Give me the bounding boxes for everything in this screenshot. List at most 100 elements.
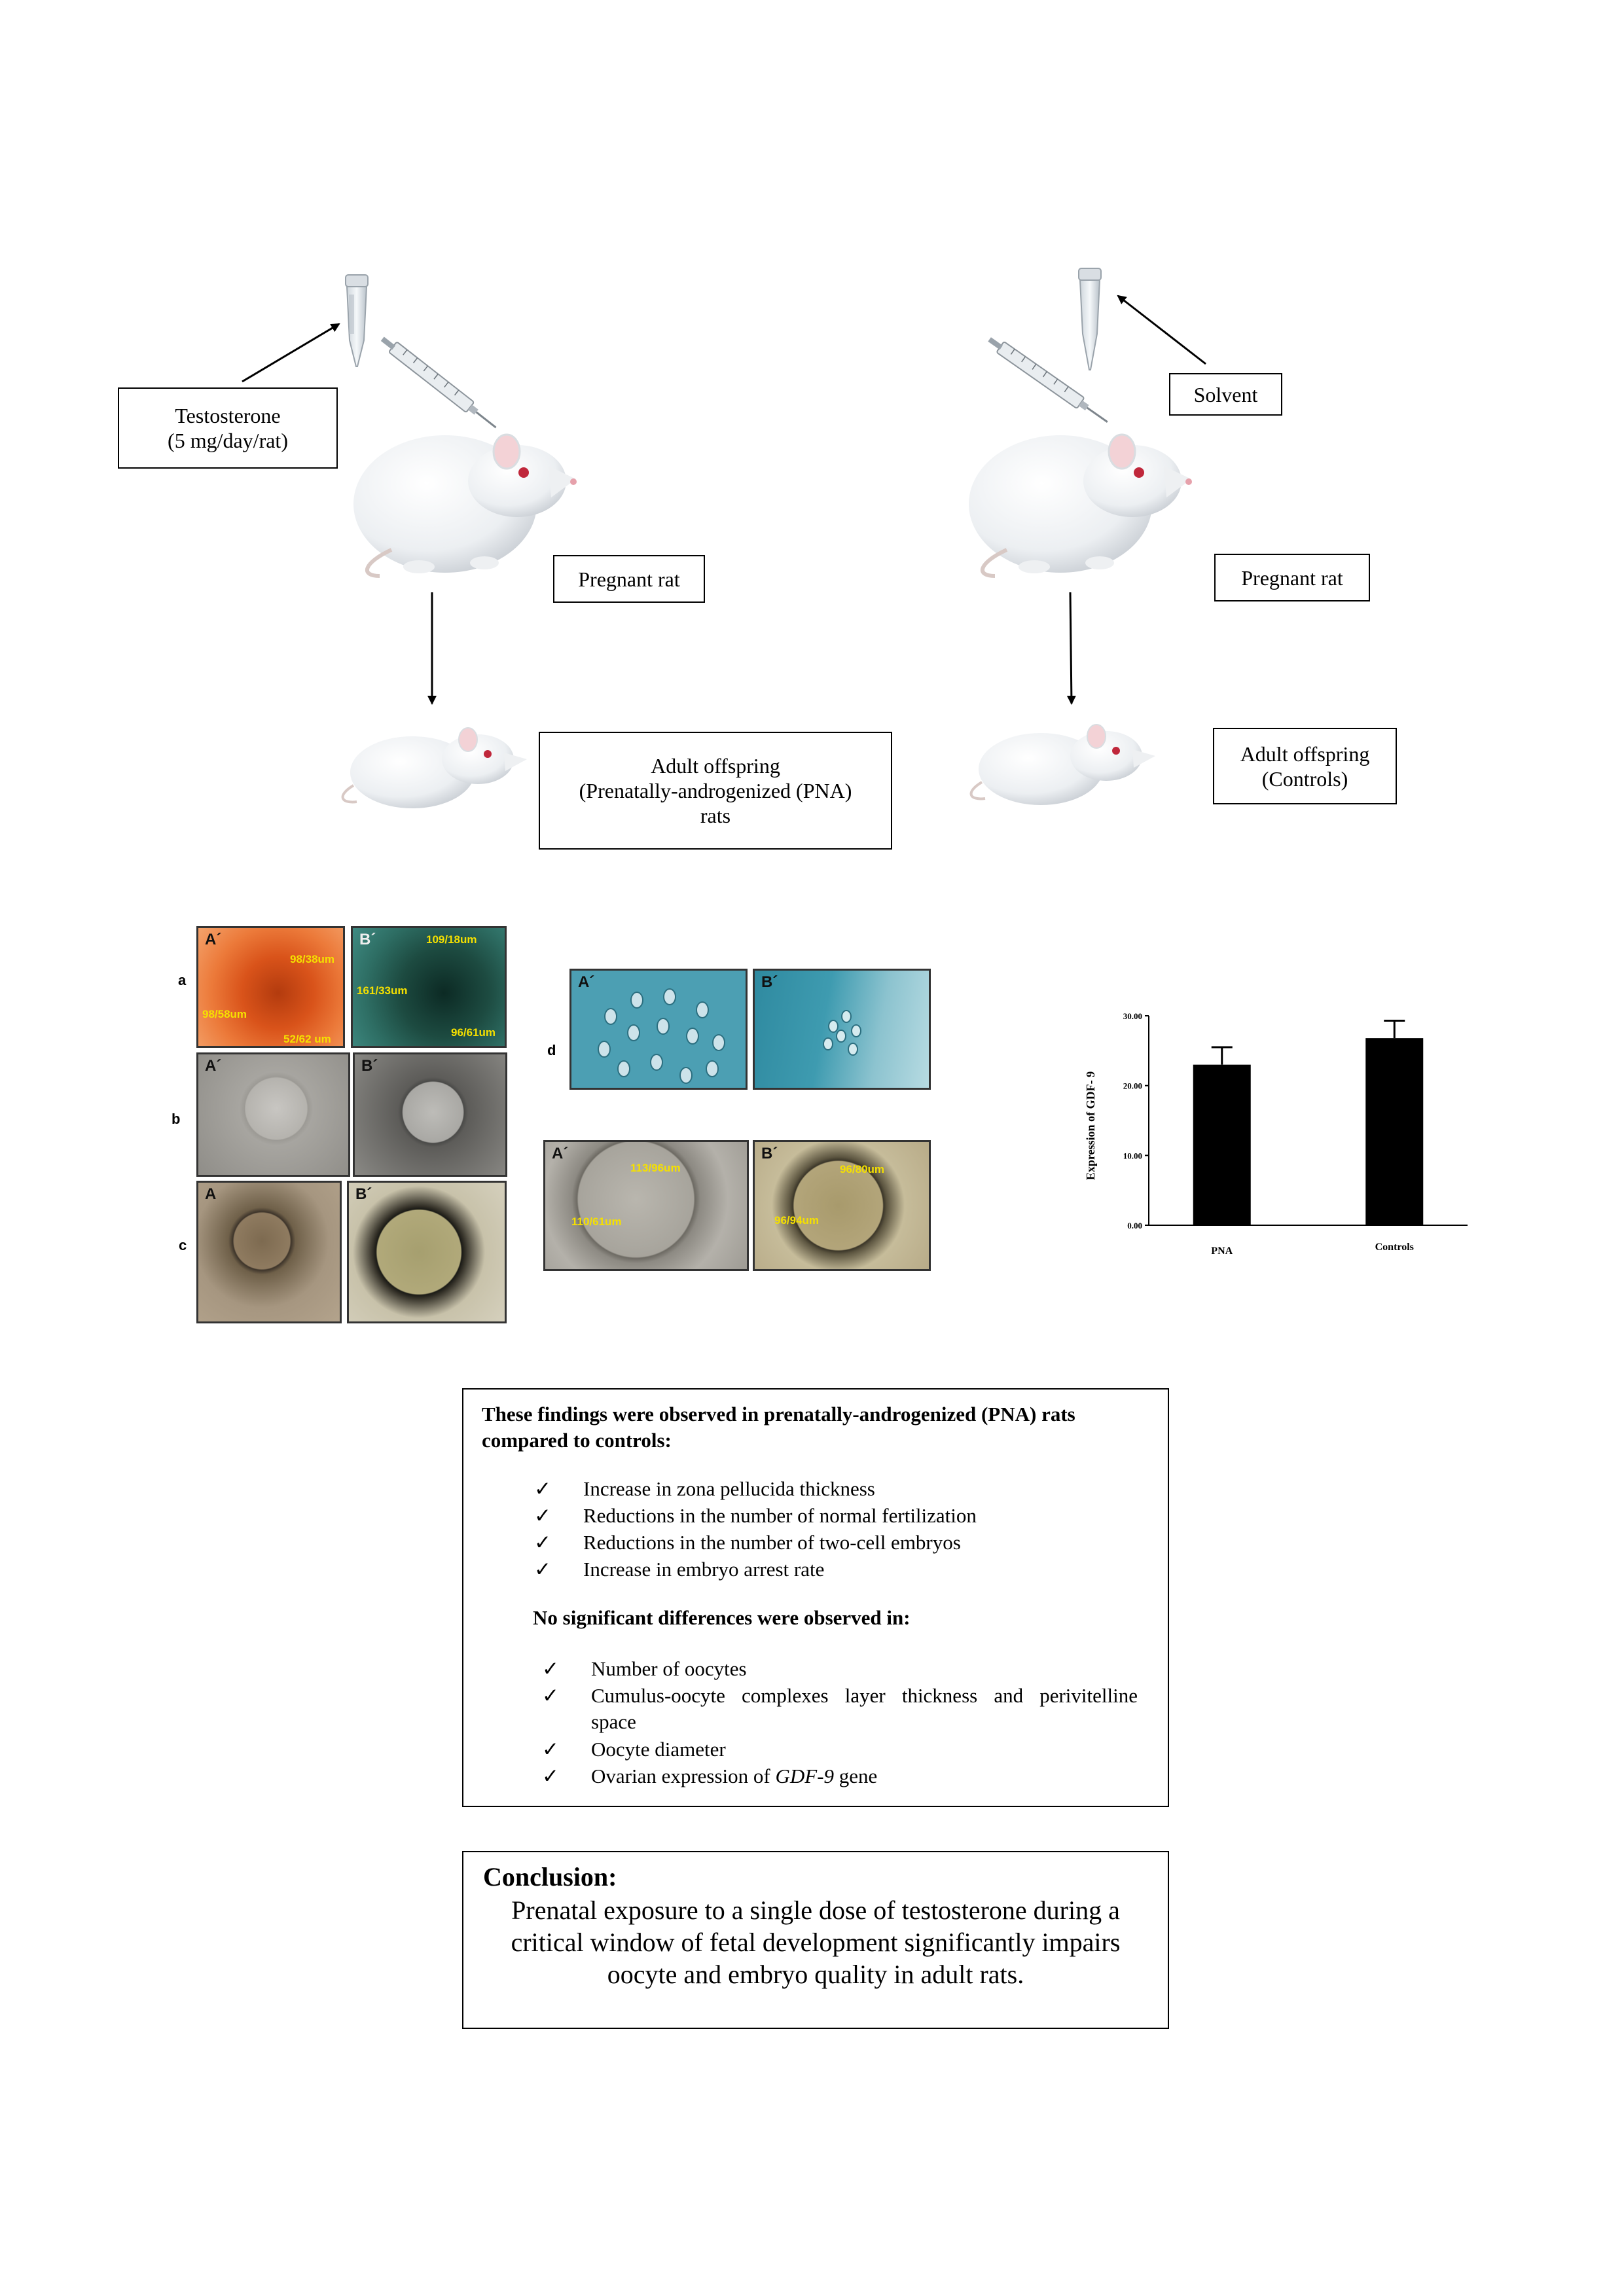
micrograph-d-left: A´: [569, 969, 748, 1090]
micrograph-a-right: B´ 109/18um 161/33um 96/61um: [351, 926, 507, 1048]
micrograph-d-right: B´: [753, 969, 931, 1090]
arrow-solvent-to-tube: [1117, 295, 1206, 365]
check-icon: ✓: [542, 1657, 559, 1680]
meas-e-right-2: 96/94um: [774, 1214, 820, 1227]
left-offspring-line3: rats: [700, 804, 731, 827]
findings-box: These findings were observed in prenatal…: [462, 1388, 1169, 1807]
left-pregnant-rat-label: Pregnant rat: [578, 567, 680, 591]
conclusion-line3: oocyte and embryo quality in adult rats.: [607, 1960, 1024, 1989]
chart-category-label: PNA: [1211, 1246, 1233, 1257]
findings-heading-line2: compared to controls:: [482, 1429, 672, 1452]
gene-suffix: gene: [834, 1765, 878, 1787]
left-offspring-line2: (Prenatally-androgenized (PNA): [579, 779, 852, 802]
conclusion-body: Prenatal exposure to a single dose of te…: [463, 1894, 1168, 1990]
chart-ytick-label: 30.00: [1123, 1011, 1142, 1021]
tag-a-right: B´: [359, 931, 376, 948]
right-pregnant-rat-label: Pregnant rat: [1241, 565, 1343, 590]
solvent-label: Solvent: [1193, 382, 1258, 406]
tag-a-left: A´: [205, 931, 222, 948]
meas-e-left-2: 110/61um: [571, 1215, 622, 1228]
chart-bar-pna: [1193, 1064, 1251, 1225]
meas-a-right-1: 109/18um: [426, 933, 477, 946]
no-diff-item-text: Cumulus-oocyte complexes layer thickness…: [591, 1684, 1138, 1707]
check-icon: ✓: [534, 1477, 551, 1500]
micrograph-b-right: B´: [353, 1052, 507, 1177]
tag-c-right: B´: [355, 1185, 372, 1203]
observed-item-text: Increase in embryo arrest rate: [583, 1558, 825, 1581]
chart-ytick-label: 20.00: [1123, 1081, 1142, 1091]
no-diff-item-text: Ovarian expression of GDF-9 gene: [591, 1765, 877, 1787]
tag-b-left: A´: [205, 1057, 222, 1075]
observed-item: ✓ Increase in embryo arrest rate: [534, 1556, 824, 1583]
check-icon: ✓: [542, 1738, 559, 1761]
observed-item: ✓ Increase in zona pellucida thickness: [534, 1476, 875, 1502]
left-offspring-rat-image: [341, 727, 527, 808]
no-diff-heading: No significant differences were observed…: [533, 1606, 911, 1629]
meas-a-left-1: 98/38um: [290, 953, 335, 965]
left-pregnant-rat-image: [353, 433, 577, 578]
no-diff-item-text: Oocyte diameter: [591, 1738, 726, 1761]
meas-e-right-1: 96/80um: [840, 1163, 885, 1175]
no-diff-item-text-cont: space: [591, 1710, 636, 1733]
left-pregnant-rat-label-box: Pregnant rat: [553, 555, 705, 603]
chart-error-bar: [1384, 1019, 1405, 1039]
meas-a-left-3: 52/62 um: [283, 1033, 331, 1045]
row-label-c: c: [179, 1237, 187, 1253]
gene-prefix: Ovarian expression of: [591, 1765, 776, 1787]
micrograph-c-left: A: [196, 1181, 342, 1323]
findings-heading-line1: These findings were observed in prenatal…: [482, 1403, 1075, 1426]
observed-item-text: Reductions in the number of two-cell emb…: [583, 1531, 961, 1554]
observed-item-text: Increase in zona pellucida thickness: [583, 1477, 875, 1500]
check-icon: ✓: [534, 1558, 551, 1581]
right-offspring-rat-image: [969, 724, 1155, 805]
observed-item: ✓ Reductions in the number of two-cell e…: [534, 1530, 961, 1556]
micrograph-e-right: B´ 96/80um 96/94um: [753, 1140, 931, 1271]
right-pregnant-rat-image: [969, 433, 1192, 578]
tag-d-right: B´: [761, 973, 778, 991]
chart-ytick-label: 10.00: [1123, 1151, 1142, 1160]
schematic-drawing: [242, 268, 1206, 808]
micrograph-c-right: B´: [347, 1181, 507, 1323]
observed-item-text: Reductions in the number of normal ferti…: [583, 1504, 977, 1527]
no-diff-item: ✓ Number of oocytes: [542, 1656, 747, 1682]
tag-e-right: B´: [761, 1145, 778, 1162]
observed-item: ✓ Reductions in the number of normal fer…: [534, 1503, 977, 1529]
right-offspring-line2: (Controls): [1261, 766, 1348, 791]
chart-bar-controls: [1365, 1038, 1424, 1225]
micrograph-a-left: A´ 98/38um 98/58um 52/62 um: [196, 926, 345, 1048]
chart-category-label: Controls: [1375, 1242, 1414, 1253]
oocyte-cluster-d-left: [598, 988, 725, 1084]
testosterone-label: Testosterone: [175, 404, 281, 427]
check-icon: ✓: [534, 1504, 551, 1527]
no-diff-item-text: Number of oocytes: [591, 1657, 747, 1680]
conclusion-line1: Prenatal exposure to a single dose of te…: [511, 1895, 1120, 1925]
row-label-a: a: [178, 972, 187, 988]
conclusion-heading: Conclusion:: [483, 1862, 617, 1892]
left-syringe-icon: [380, 336, 497, 429]
gdf9-expression-chart: Expression of GDF- 9 0.0010.0020.0030.00…: [1084, 1011, 1468, 1257]
right-down-arrow: [1066, 592, 1076, 705]
chart-error-bar: [1211, 1046, 1233, 1065]
row-label-b: b: [171, 1111, 181, 1127]
check-icon: ✓: [542, 1684, 559, 1707]
meas-a-right-3: 96/61um: [451, 1026, 496, 1039]
check-icon: ✓: [542, 1765, 559, 1787]
oocyte-cluster-d-right: [823, 1010, 861, 1056]
left-offspring-line1: Adult offspring: [651, 754, 780, 778]
micrograph-e-left: A´ 113/96um 110/61um: [543, 1140, 749, 1271]
left-offspring-label-box: Adult offspring (Prenatally-androgenized…: [539, 732, 892, 850]
conclusion-box: Conclusion: Prenatal exposure to a singl…: [462, 1851, 1169, 2029]
right-offspring-label-box: Adult offspring (Controls): [1213, 728, 1397, 804]
chart-ylabel: Expression of GDF- 9: [1084, 1071, 1097, 1180]
solvent-label-box: Solvent: [1169, 373, 1282, 416]
tag-d-left: A´: [578, 973, 595, 991]
right-pregnant-rat-label-box: Pregnant rat: [1214, 554, 1370, 601]
micrograph-b-left: A´: [196, 1052, 350, 1177]
tag-b-right: B´: [361, 1057, 378, 1075]
meas-e-left-1: 113/96um: [630, 1162, 681, 1174]
check-icon: ✓: [534, 1531, 551, 1554]
no-diff-item: ✓ Cumulus-oocyte complexes layer thickne…: [542, 1683, 1138, 1735]
right-syringe-icon: [988, 337, 1108, 423]
no-diff-item: ✓ Ovarian expression of GDF-9 gene: [542, 1763, 877, 1789]
no-diff-item: ✓ Oocyte diameter: [542, 1736, 726, 1763]
